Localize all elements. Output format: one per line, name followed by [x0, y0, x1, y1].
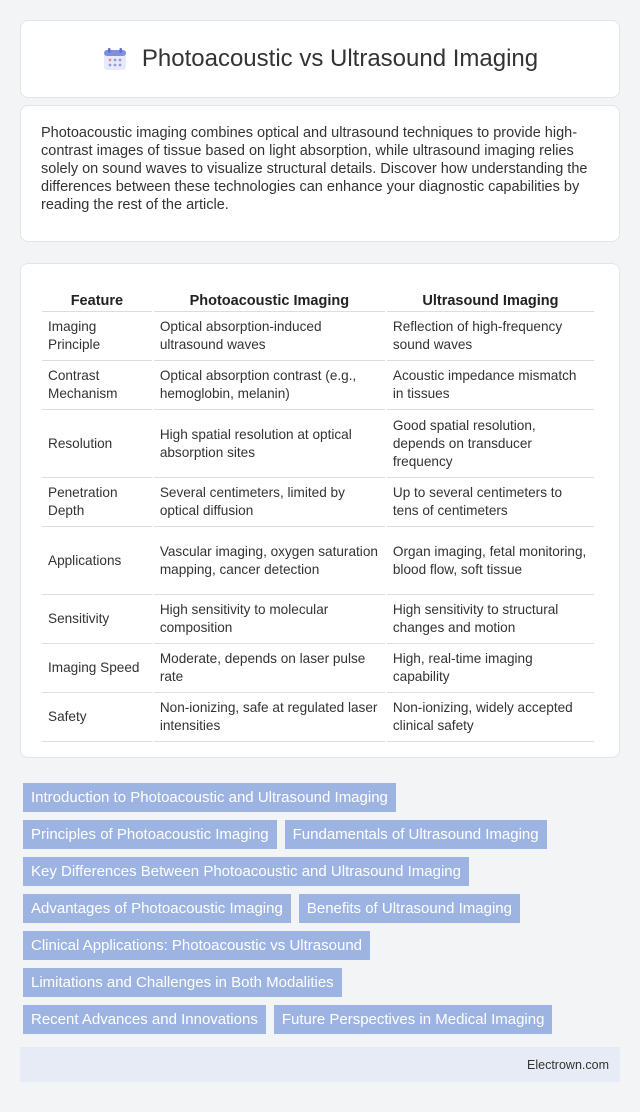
table-cell-photoacoustic: Optical absorption contrast (e.g., hemog…: [153, 361, 385, 410]
topic-tag-link[interactable]: Introduction to Photoacoustic and Ultras…: [23, 783, 396, 812]
page-title: Photoacoustic vs Ultrasound Imaging: [141, 45, 539, 72]
topic-tag-link[interactable]: Fundamentals of Ultrasound Imaging: [284, 820, 547, 849]
comparison-table-card: Feature Photoacoustic Imaging Ultrasound…: [20, 263, 620, 758]
table-cell-ultrasound: Acoustic impedance mismatch in tissues: [386, 361, 594, 410]
tag-row: Limitations and Challenges in Both Modal…: [23, 968, 623, 997]
tag-row: Clinical Applications: Photoacoustic vs …: [23, 931, 623, 960]
intro-text: Photoacoustic imaging combines optical a…: [41, 125, 588, 213]
table-cell-feature: Sensitivity: [42, 595, 152, 644]
header-feature: Feature: [42, 286, 152, 312]
table-cell-feature: Resolution: [42, 410, 152, 478]
header-ultrasound: Ultrasound Imaging: [386, 286, 594, 312]
table-cell-photoacoustic: Several centimeters, limited by optical …: [153, 478, 385, 527]
table-cell-ultrasound: Non-ionizing, widely accepted clinical s…: [386, 693, 594, 742]
table-cell-photoacoustic: Moderate, depends on laser pulse rate: [153, 644, 385, 693]
table-cell-ultrasound: Up to several centimeters to tens of cen…: [386, 478, 594, 527]
topic-tag-link[interactable]: Principles of Photoacoustic Imaging: [23, 820, 277, 849]
footer-site-name: Electrown.com: [527, 1057, 609, 1072]
table-cell-photoacoustic: Optical absorption-induced ultrasound wa…: [153, 312, 385, 361]
table-cell-feature: Imaging Principle: [42, 312, 152, 361]
table-cell-photoacoustic: High sensitivity to molecular compositio…: [153, 595, 385, 644]
table-cell-photoacoustic: Non-ionizing, safe at regulated laser in…: [153, 693, 385, 742]
footer: Electrown.com: [20, 1047, 620, 1082]
topic-tag-link[interactable]: Key Differences Between Photoacoustic an…: [23, 857, 469, 886]
table-cell-ultrasound: Reflection of high-frequency sound waves: [386, 312, 594, 361]
comparison-table: Feature Photoacoustic Imaging Ultrasound…: [40, 286, 596, 742]
tag-row: Introduction to Photoacoustic and Ultras…: [23, 783, 623, 812]
tag-row: Key Differences Between Photoacoustic an…: [23, 857, 623, 886]
title-card: Photoacoustic vs Ultrasound Imaging: [20, 20, 620, 98]
table-header-row: Feature Photoacoustic Imaging Ultrasound…: [42, 286, 594, 312]
table-cell-ultrasound: Organ imaging, fetal monitoring, blood f…: [386, 527, 594, 595]
table-cell-ultrasound: High, real-time imaging capability: [386, 644, 594, 693]
table-cell-feature: Applications: [42, 527, 152, 595]
topic-tag-link[interactable]: Limitations and Challenges in Both Modal…: [23, 968, 342, 997]
related-topics: Introduction to Photoacoustic and Ultras…: [23, 783, 623, 1042]
table-cell-feature: Safety: [42, 693, 152, 742]
calendar-icon: [102, 46, 128, 72]
topic-tag-link[interactable]: Clinical Applications: Photoacoustic vs …: [23, 931, 371, 960]
table-cell-feature: Contrast Mechanism: [42, 361, 152, 410]
topic-tag-link[interactable]: Future Perspectives in Medical Imaging: [273, 1005, 553, 1034]
topic-tag-link[interactable]: Benefits of Ultrasound Imaging: [298, 894, 520, 923]
intro-card: Photoacoustic imaging combines optical a…: [20, 105, 620, 242]
topic-tag-link[interactable]: Advantages of Photoacoustic Imaging: [23, 894, 291, 923]
topic-tag-link[interactable]: Recent Advances and Innovations: [23, 1005, 266, 1034]
table-cell-ultrasound: High sensitivity to structural changes a…: [386, 595, 594, 644]
table-cell-feature: Imaging Speed: [42, 644, 152, 693]
table-cell-photoacoustic: Vascular imaging, oxygen saturation mapp…: [153, 527, 385, 595]
table-cell-ultrasound: Good spatial resolution, depends on tran…: [386, 410, 594, 478]
table-cell-photoacoustic: High spatial resolution at optical absor…: [153, 410, 385, 478]
table-cell-feature: Penetration Depth: [42, 478, 152, 527]
header-photoacoustic: Photoacoustic Imaging: [153, 286, 385, 312]
